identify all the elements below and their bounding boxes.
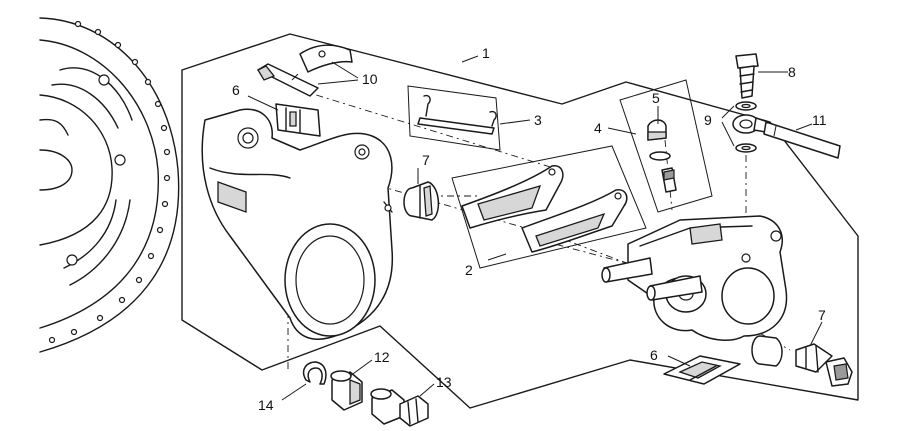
bolt <box>370 388 429 427</box>
callout-9: 9 <box>704 112 712 128</box>
leader-lines <box>247 55 823 401</box>
bleeder-kit <box>619 79 713 213</box>
spring-clip-upper <box>275 103 321 137</box>
callout-12: 12 <box>374 349 390 365</box>
callout-7-upper: 7 <box>422 152 430 168</box>
boot-and-slide-pin <box>751 335 853 387</box>
callout-13: 13 <box>436 374 452 390</box>
callout-4: 4 <box>594 120 602 136</box>
callout-2: 2 <box>465 262 473 278</box>
callout-3: 3 <box>534 112 542 128</box>
caliper-body <box>601 215 788 342</box>
circlip <box>302 361 327 385</box>
callout-6-upper: 6 <box>232 82 240 98</box>
caliper-bracket <box>201 108 394 340</box>
anti-rattle-spring-lower <box>663 355 741 385</box>
brake-disc <box>39 17 180 353</box>
disc-drill-holes <box>48 20 171 344</box>
washers-and-banjo <box>732 101 769 153</box>
callout-10: 10 <box>362 71 378 87</box>
banjo-bolt <box>735 53 759 99</box>
callout-14: 14 <box>258 397 274 413</box>
brake-hose <box>763 121 841 159</box>
callout-labels: 1 2 3 4 5 6 6 7 7 8 9 10 11 12 13 14 <box>232 45 827 413</box>
assembly-outline-box <box>181 33 859 409</box>
callout-5: 5 <box>652 90 660 106</box>
dust-boot-upper <box>403 181 440 221</box>
bushing <box>330 370 363 411</box>
brake-pads-kit <box>451 145 647 269</box>
pad-pin-kit <box>407 85 501 151</box>
pin-and-clip <box>257 44 353 97</box>
callout-6-lower: 6 <box>650 347 658 363</box>
callout-7-lower: 7 <box>818 307 826 323</box>
callout-8: 8 <box>788 64 796 80</box>
callout-1: 1 <box>482 45 490 61</box>
callout-11: 11 <box>812 112 827 128</box>
